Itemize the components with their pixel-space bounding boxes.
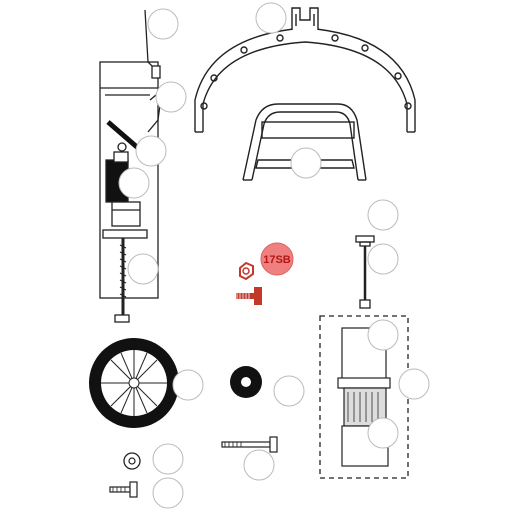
- callout-bubble[interactable]: [255, 2, 287, 34]
- callout-bubble[interactable]: [147, 8, 179, 40]
- callout-bubble[interactable]: [367, 199, 399, 231]
- callout-bubble[interactable]: [243, 449, 275, 481]
- pivot-pin: [117, 142, 127, 152]
- callout-bubble[interactable]: [367, 243, 399, 275]
- callout-bubble[interactable]: [152, 443, 184, 475]
- large-wheel[interactable]: [89, 338, 179, 428]
- base-plate: [102, 229, 148, 239]
- callout-17SB-label: 17SB: [263, 254, 291, 266]
- cross-bar: [261, 121, 355, 139]
- callout-bubble[interactable]: [290, 147, 322, 179]
- shaft-cap: [355, 235, 375, 243]
- short-bolt[interactable]: [109, 481, 138, 498]
- callout-bubble[interactable]: [127, 253, 159, 285]
- callout-bubble[interactable]: [135, 135, 167, 167]
- callout-bubble[interactable]: [118, 167, 150, 199]
- long-bolt-thread: [224, 442, 242, 447]
- hex-nut: [239, 261, 254, 281]
- blank-callouts: [118, 2, 430, 509]
- highlighted-hardware-17SB[interactable]: [236, 261, 262, 305]
- u-frame-outer: [242, 103, 367, 181]
- long-bolt-head: [269, 436, 278, 453]
- shaft-assembly[interactable]: [355, 235, 375, 309]
- callout-bubble[interactable]: [367, 319, 399, 351]
- washer-hole: [128, 457, 136, 465]
- callout-bubble[interactable]: [273, 375, 305, 407]
- callout-bubble[interactable]: [152, 477, 184, 509]
- small-wheel[interactable]: [230, 366, 262, 398]
- callout-bubble[interactable]: [155, 81, 187, 113]
- shaft-collar: [359, 241, 371, 247]
- callout-bubble[interactable]: [367, 417, 399, 449]
- rod-clip: [151, 65, 161, 79]
- hex-bolt: [236, 287, 262, 305]
- gear-housing: [111, 201, 141, 227]
- threaded-rod: [114, 238, 130, 323]
- motor-cap: [113, 151, 129, 163]
- long-bolt[interactable]: [221, 436, 278, 453]
- callout-17SB-bubble: [260, 242, 294, 276]
- arc-mount-tab: [291, 7, 319, 30]
- lever-arm: [106, 120, 140, 150]
- washer[interactable]: [123, 452, 141, 470]
- callout-bubble[interactable]: [398, 368, 430, 400]
- u-frame-inner: [251, 111, 359, 181]
- arc-inner: [202, 41, 408, 132]
- arc-holes: [200, 34, 412, 110]
- arc-bracket[interactable]: [194, 7, 416, 133]
- short-bolt-thread: [112, 487, 126, 492]
- motor-dashed-box: [319, 315, 409, 479]
- callout-17SB[interactable]: 17SB: [260, 242, 294, 276]
- nut-hole: [242, 267, 250, 275]
- callout-bubble[interactable]: [172, 369, 204, 401]
- short-bolt-head: [129, 481, 138, 498]
- shaft-end: [359, 299, 371, 309]
- arc-outer: [194, 27, 416, 132]
- small-wheel-hub: [241, 377, 251, 387]
- wheel-hub: [128, 377, 140, 389]
- lift-frame-outline: [99, 61, 159, 299]
